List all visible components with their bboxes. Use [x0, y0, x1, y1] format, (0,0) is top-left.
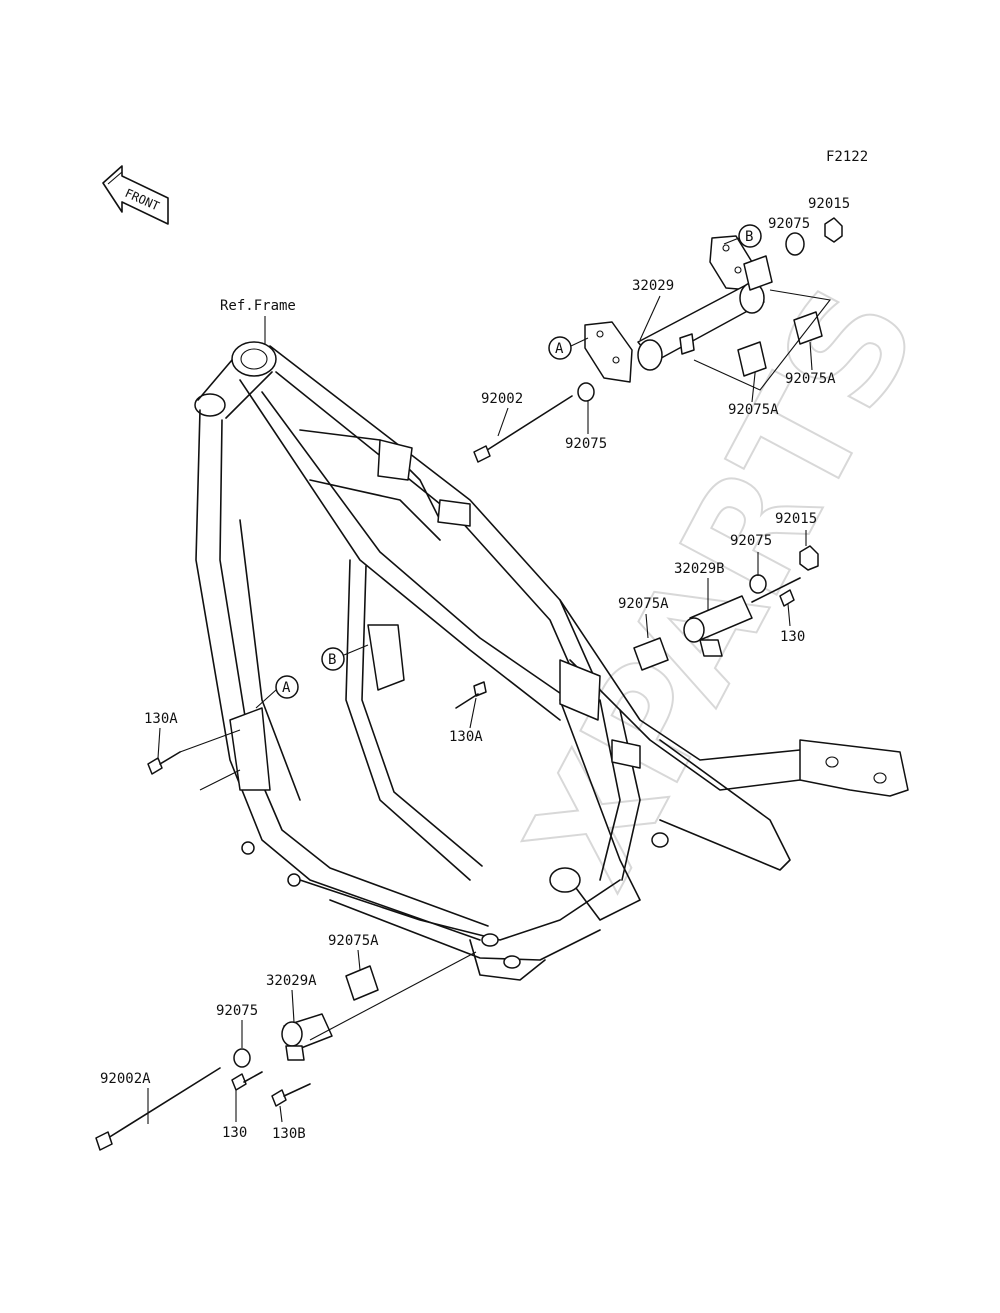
ref-frame-label: Ref.Frame	[220, 298, 296, 314]
label-130A-left: 130A	[144, 711, 178, 727]
front-arrow-icon: FRONT	[102, 165, 169, 225]
label-130B: 130B	[272, 1126, 306, 1142]
collar-92075A-mid	[743, 255, 773, 291]
label-92075-mid: 92075	[565, 436, 607, 452]
label-130-right: 130	[780, 629, 805, 645]
nut-92015-top	[824, 217, 843, 243]
label-92075A-right: 92075A	[785, 371, 836, 387]
label-32029A: 32029A	[266, 973, 317, 989]
callout-a-frame: A	[255, 675, 299, 709]
washer-92075-top	[785, 232, 805, 256]
label-130A-center: 130A	[449, 729, 483, 745]
bolt-130A-center	[455, 681, 487, 709]
bolt-130A-left	[147, 729, 241, 791]
svg-text:A: A	[282, 680, 291, 696]
bracket-32029	[584, 235, 765, 383]
bracket-32029A	[231, 951, 477, 1107]
label-92002A: 92002A	[100, 1071, 151, 1087]
bracket-32029B	[633, 545, 819, 671]
label-92075-bottom: 92075	[216, 1003, 258, 1019]
label-32029: 32029	[632, 278, 674, 294]
label-92075A-left: 92075A	[618, 596, 669, 612]
figure-code: F2122	[826, 149, 868, 165]
label-32029B: 32029B	[674, 561, 725, 577]
front-label: FRONT	[123, 186, 162, 213]
label-92075-right: 92075	[730, 533, 772, 549]
bolt-92002A	[95, 1067, 221, 1151]
callout-b-frame: B	[321, 644, 369, 671]
motorcycle-frame	[194, 341, 909, 981]
label-92075A-mid: 92075A	[728, 402, 779, 418]
callout-b-top: B	[723, 224, 762, 248]
label-130-bottom: 130	[222, 1125, 247, 1141]
svg-text:B: B	[745, 229, 753, 245]
svg-text:B: B	[328, 652, 336, 668]
label-92075-top: 92075	[768, 216, 810, 232]
bolt-92002	[473, 382, 595, 463]
callout-a-top: A	[548, 336, 589, 360]
label-92015-top: 92015	[808, 196, 850, 212]
label-92075A-bottom: 92075A	[328, 933, 379, 949]
label-92015-right: 92015	[775, 511, 817, 527]
label-92002: 92002	[481, 391, 523, 407]
svg-text:A: A	[555, 341, 564, 357]
